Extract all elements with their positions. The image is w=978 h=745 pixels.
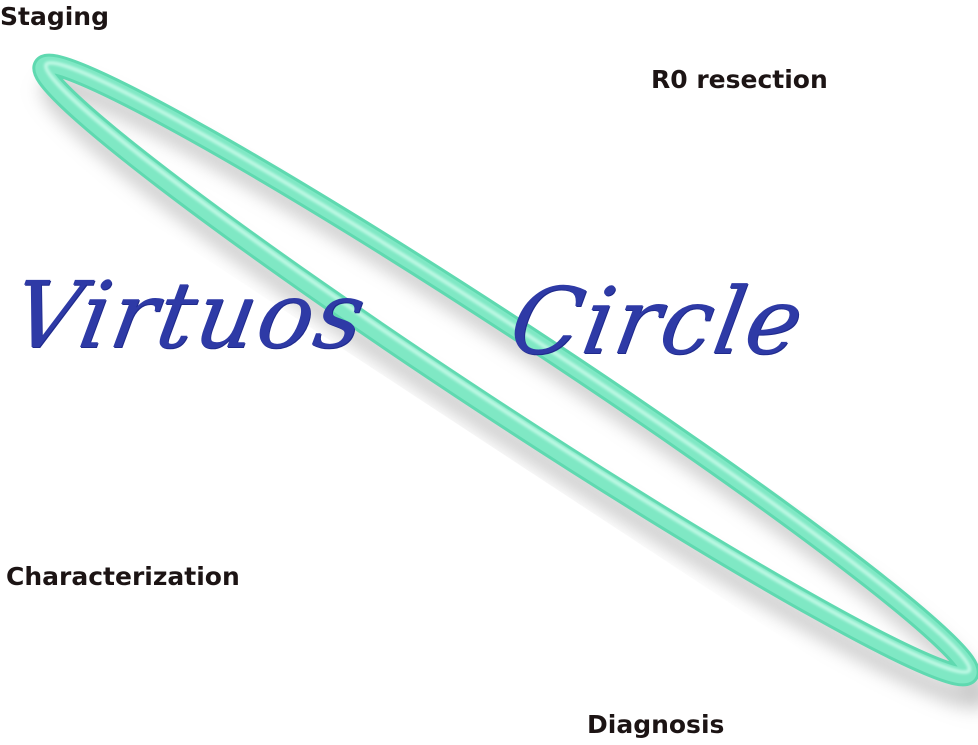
label-diagnosis: Diagnosis	[587, 710, 725, 739]
ring-band	[32, 53, 978, 687]
label-characterization: Characterization	[6, 562, 240, 591]
title-word-virtuos: Virtuos	[4, 262, 375, 369]
label-staging: Staging	[0, 2, 109, 31]
title-word-circle: Circle	[502, 268, 813, 375]
label-r0-resection: R0 resection	[651, 65, 828, 94]
